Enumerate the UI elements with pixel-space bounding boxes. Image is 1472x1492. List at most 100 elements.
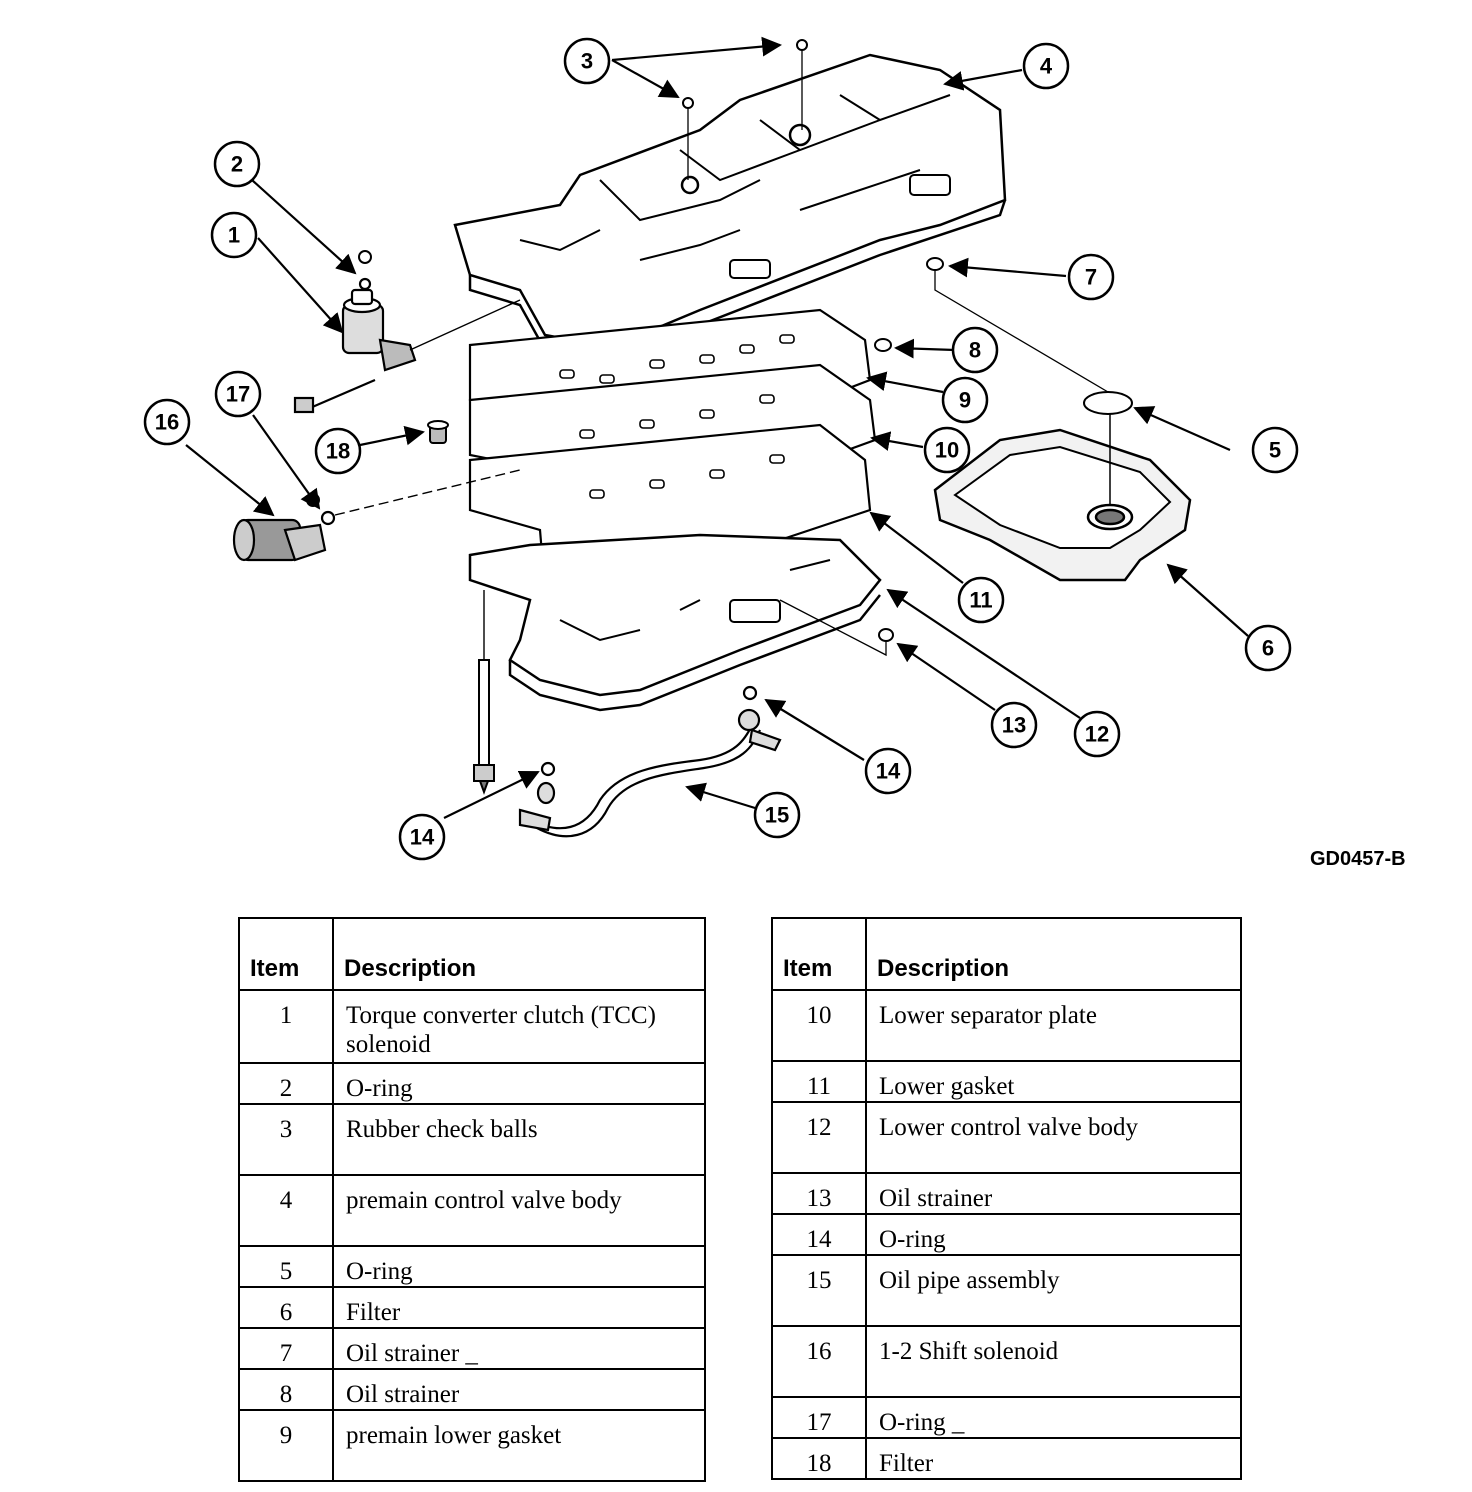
table-row: 7 Oil strainer _ [238,1327,706,1370]
table-row: 14 O-ring [771,1213,1242,1256]
item-number: 17 [771,1396,867,1439]
callout-label: 14 [410,825,435,850]
callout-18 [314,427,362,475]
callout-label: 18 [326,439,350,464]
item-description: premain lower gasket [332,1409,706,1482]
callout-label: 4 [1040,54,1053,79]
table-row: 18 Filter [771,1437,1242,1480]
callout-2 [213,140,261,188]
item-header: Item [771,917,867,991]
item-description: Rubber check balls [332,1103,706,1176]
callout-label: 13 [1002,713,1026,738]
item-description: O-ring [332,1062,706,1105]
table-row: 12 Lower control valve body [771,1101,1242,1174]
item-number: 7 [238,1327,334,1370]
table-row: 2 O-ring [238,1062,706,1105]
upper-valve-body-drawing [453,53,1007,362]
item-number: 1 [238,989,334,1064]
item-description: 1-2 Shift solenoid [865,1325,1242,1398]
callout-label: 16 [155,410,179,435]
callout-16 [143,398,191,446]
callout-label: 7 [1085,265,1097,290]
item-number: 16 [771,1325,867,1398]
callout-9 [941,376,989,424]
item-number: 9 [238,1409,334,1482]
small-filter-drawing [427,420,449,444]
item-description: O-ring _ [865,1396,1242,1439]
item-number: 4 [238,1174,334,1247]
callout-label: 6 [1262,636,1274,661]
callout-label: 12 [1085,722,1109,747]
table-row: 10 Lower separator plate [771,989,1242,1062]
callout-label: 10 [935,438,959,463]
drawing-code: GD0457-B [1310,848,1406,870]
description-header: Description [865,917,1242,991]
callout-11 [957,576,1005,624]
callout-14a [864,747,912,795]
item-description: Torque converter clutch (TCC) solenoid [332,989,706,1064]
plate-holes-drawing [559,334,795,569]
callout-14b [398,813,446,861]
item-number: 8 [238,1368,334,1411]
shift-solenoid-drawing [232,469,521,562]
exploded-view-diagram: 1 2 3 4 5 6 7 8 9 10 11 12 13 14 14 15 1… [143,36,1299,861]
table-row: 17 O-ring _ [771,1396,1242,1439]
leader-lines [185,36,1249,819]
item-description: Filter [865,1437,1242,1480]
callout-label: 11 [969,588,992,613]
item-description: Lower gasket [865,1060,1242,1103]
callout-circles [143,37,1299,861]
item-description: Oil pipe assembly [865,1254,1242,1327]
item-description: Oil strainer [865,1172,1242,1215]
table-row: 3 Rubber check balls [238,1103,706,1176]
callout-3 [563,37,611,85]
oil-pipe-drawing [518,685,782,838]
table-row: 15 Oil pipe assembly [771,1254,1242,1327]
table-row: 8 Oil strainer [238,1368,706,1411]
item-number: 6 [238,1286,334,1329]
callout-label: 3 [581,49,593,74]
table-row: 16 1-2 Shift solenoid [771,1325,1242,1398]
legend-table-right: Item Description 10 Lower separator plat… [771,917,1242,1480]
item-number: 5 [238,1245,334,1288]
callout-6 [1244,624,1292,672]
callout-label: 9 [959,388,971,413]
callout-label: 15 [765,803,789,828]
callout-label: 17 [226,382,250,407]
item-number: 13 [771,1172,867,1215]
callout-label: 1 [228,223,240,248]
callout-label: 8 [969,338,981,363]
callout-label: 5 [1269,438,1281,463]
item-description: Filter [332,1286,706,1329]
description-header: Description [332,917,706,991]
item-description: Oil strainer _ [332,1327,706,1370]
item-number: 18 [771,1437,867,1480]
item-description: O-ring [865,1213,1242,1256]
table-row: 13 Oil strainer [771,1172,1242,1215]
table-row: 4 premain control valve body [238,1174,706,1247]
item-number: 3 [238,1103,334,1176]
callout-1 [210,211,258,259]
item-number: 11 [771,1060,867,1103]
item-header: Item [238,917,334,991]
item-description: Lower control valve body [865,1101,1242,1174]
callout-10 [923,426,971,474]
lower-valve-body-drawing [468,533,882,712]
item-number: 14 [771,1213,867,1256]
item-description: O-ring [332,1245,706,1288]
filter-drawing [933,391,1192,582]
callout-7 [1067,253,1115,301]
item-description: Oil strainer [332,1368,706,1411]
callout-15 [753,791,801,839]
callout-13 [990,701,1038,749]
small-parts-drawing [306,39,1109,657]
tcc-solenoid-drawing [293,277,521,414]
item-number: 10 [771,989,867,1062]
callout-numbers: 1 2 3 4 5 6 7 8 9 10 11 12 13 14 14 15 1… [155,49,1281,850]
table-row: 6 Filter [238,1286,706,1329]
item-number: 2 [238,1062,334,1105]
callout-4 [1022,42,1070,90]
table-row: 11 Lower gasket [771,1060,1242,1103]
callout-label: 14 [876,759,901,784]
callout-8 [951,326,999,374]
